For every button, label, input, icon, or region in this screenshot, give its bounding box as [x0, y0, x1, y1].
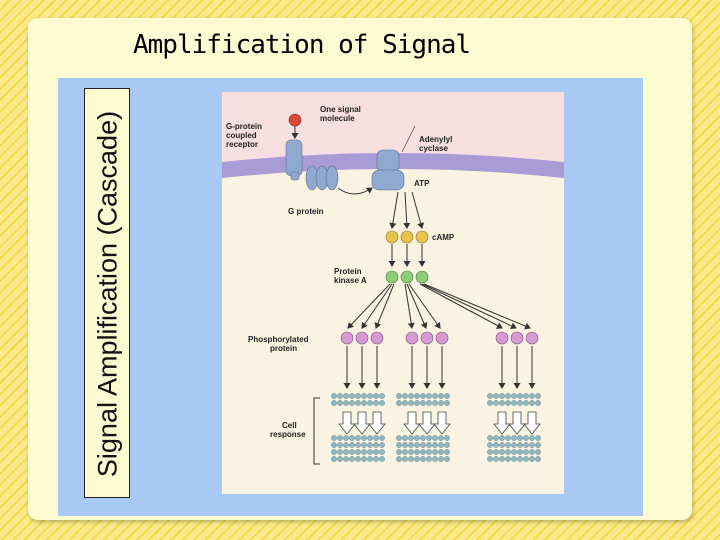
cell-response-bracket: [313, 397, 320, 465]
atp-arrows: [389, 191, 425, 229]
label-camp: cAMP: [432, 233, 455, 242]
side-label: Signal Amplification (Cascade): [92, 110, 123, 478]
phosphorylated-proteins: [340, 331, 539, 345]
cell-response-chevrons: [338, 411, 541, 435]
cell-response-molecules: [331, 393, 541, 462]
adenylyl-cyclase: [371, 149, 405, 191]
activation-arrow: [337, 187, 373, 195]
response-arrows: [343, 346, 536, 389]
slide-title: Amplification of Signal: [133, 30, 471, 60]
protein-kinase-a: [385, 270, 429, 284]
camp-molecules: [385, 230, 429, 244]
label-atp: ATP: [414, 179, 430, 188]
pka-fanout-arrows: [347, 283, 531, 330]
g-protein: [305, 165, 339, 191]
g-protein-coupled-receptor: [285, 139, 303, 181]
side-label-box: Signal Amplification (Cascade): [84, 88, 130, 498]
label-g-protein: G protein: [288, 207, 324, 216]
signal-molecule: [288, 113, 302, 127]
